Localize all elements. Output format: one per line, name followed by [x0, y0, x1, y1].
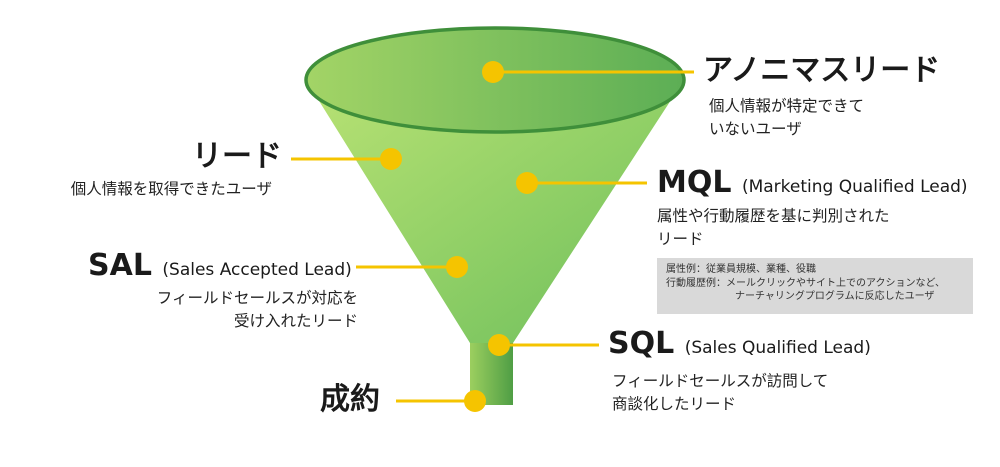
- sql-subtitle: (Sales Qualified Lead): [684, 338, 871, 358]
- mql-note-line2: 行動履歴例：メールクリックやサイト上でのアクションなど、: [666, 277, 945, 289]
- mql-subtitle: (Marketing Qualified Lead): [741, 177, 968, 197]
- mql-note-line1: 属性例：従業員規模、業種、役職: [666, 264, 816, 275]
- sql-desc: フィールドセールスが訪問して 商談化したリード: [612, 372, 829, 413]
- sql-title: SQL (Sales Qualified Lead): [608, 327, 871, 365]
- sql-title-main: SQL: [608, 326, 675, 361]
- anonymous-lead-title: アノニマスリード: [703, 53, 941, 88]
- connector-sql: [488, 334, 599, 356]
- mql-note-line3: ナーチャリングプログラムに反応したユーザ: [735, 291, 935, 302]
- lead-desc: 個人情報を取得できたユーザ: [70, 180, 272, 198]
- mql-title-main: MQL: [657, 165, 732, 200]
- mql-title: MQL (Marketing Qualified Lead): [657, 166, 968, 204]
- connector-sal: [356, 256, 468, 278]
- sal-subtitle: (Sales Accepted Lead): [162, 260, 352, 280]
- connector-anonymous: [482, 61, 694, 83]
- connector-deal: [396, 390, 486, 412]
- sal-title: SAL (Sales Accepted Lead): [88, 249, 352, 287]
- deal-title: 成約: [320, 382, 380, 417]
- sal-title-main: SAL: [88, 248, 152, 283]
- connector-lead: [291, 148, 402, 170]
- lead-title: リード: [192, 139, 282, 174]
- connector-mql: [516, 172, 647, 194]
- mql-desc: 属性や行動履歴を基に判別された リード: [657, 207, 890, 248]
- anonymous-lead-desc: 個人情報が特定できて いないユーザ: [709, 97, 865, 138]
- funnel-stem: [470, 343, 513, 405]
- mql-example-note: 属性例：従業員規模、業種、役職 行動履歴例：メールクリックやサイト上でのアクショ…: [657, 258, 973, 314]
- funnel-body: [306, 80, 684, 343]
- sal-desc: フィールドセールスが対応を 受け入れたリード: [156, 289, 358, 330]
